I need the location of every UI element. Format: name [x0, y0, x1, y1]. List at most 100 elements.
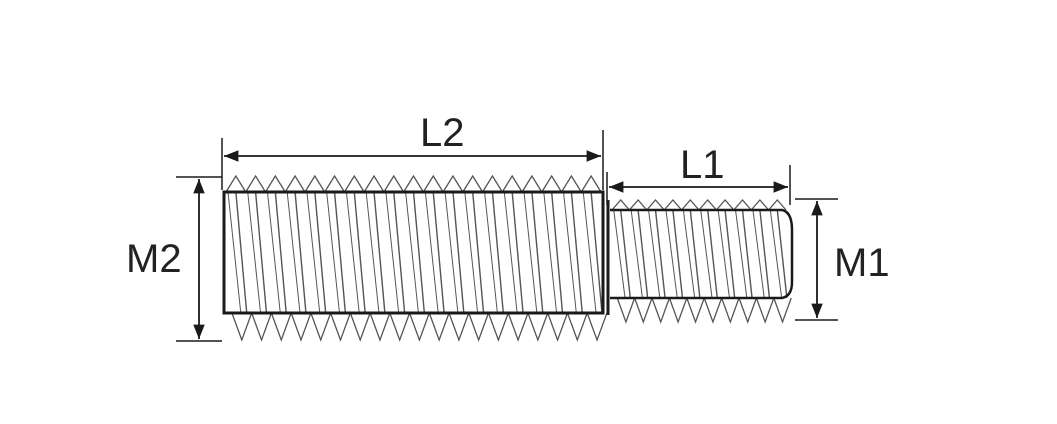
large-thread-crest-top: [383, 174, 405, 193]
large-thread-line: [345, 191, 360, 314]
label-l1: L1: [680, 143, 725, 187]
label-m1: M1: [834, 241, 890, 285]
large-thread-line: [464, 191, 479, 314]
large-thread-crest-top: [363, 174, 385, 193]
large-thread-line: [444, 191, 459, 314]
large-thread-crest-top: [422, 174, 444, 193]
small-thread-crest-top: [733, 199, 752, 211]
small-thread-line: [776, 209, 788, 299]
large-thread-crest-bottom: [329, 312, 351, 342]
large-thread-crest-bottom: [389, 312, 411, 342]
large-thread-crest-top: [521, 174, 543, 193]
large-thread-crest-bottom: [270, 312, 292, 342]
small-thread-line: [665, 209, 678, 299]
large-thread-crest-bottom: [349, 312, 371, 342]
small-thread-line: [648, 209, 661, 299]
small-thread-crest-top: [715, 199, 735, 211]
large-thread-line: [266, 191, 281, 314]
small-thread-crest-bottom: [668, 297, 688, 324]
large-thread-line: [326, 191, 340, 314]
large-thread-line: [306, 191, 321, 314]
large-thread-crest-bottom: [448, 312, 470, 342]
large-thread-crest-bottom: [310, 312, 332, 342]
large-thread-line: [365, 191, 380, 314]
small-thread-crest-top: [750, 199, 770, 211]
large-thread-crest-bottom: [586, 312, 608, 342]
small-thread-crest-bottom: [651, 297, 671, 324]
large-thread-line: [570, 191, 583, 314]
large-thread-line: [452, 191, 465, 314]
large-thread-crest-bottom: [566, 312, 588, 342]
large-thread-line: [590, 191, 603, 314]
large-thread-crest-bottom: [468, 312, 490, 342]
small-thread-crest-top: [768, 199, 787, 211]
large-thread-line: [405, 191, 419, 314]
large-thread-line: [314, 191, 327, 314]
thread-group: [225, 174, 792, 342]
large-thread-section: [222, 190, 605, 315]
small-thread-line: [682, 209, 696, 299]
large-thread-crest-top: [403, 174, 424, 193]
small-thread-crest-bottom: [738, 297, 758, 324]
large-thread-crest-top: [580, 174, 602, 193]
large-thread-crest-top: [245, 174, 267, 193]
large-thread-line: [254, 191, 268, 314]
large-thread-crest-bottom: [369, 312, 391, 342]
large-thread-line: [550, 191, 564, 314]
label-m2: M2: [126, 237, 182, 281]
large-thread-line: [543, 191, 558, 314]
large-thread-line: [247, 191, 262, 314]
small-thread-crest-top: [611, 199, 630, 211]
large-thread-crest-bottom: [428, 312, 450, 342]
small-thread-crest-bottom: [773, 297, 792, 324]
large-thread-crest-top: [343, 174, 365, 193]
large-thread-crest-bottom: [487, 312, 509, 342]
large-thread-crest-bottom: [507, 312, 529, 342]
small-thread-line: [637, 209, 649, 299]
large-thread-crest-top: [541, 174, 563, 193]
large-thread-line: [503, 191, 518, 314]
small-thread-line: [735, 209, 748, 299]
small-thread-line: [700, 209, 713, 299]
small-thread-crest-top: [628, 199, 648, 211]
large-thread-crest-top: [264, 174, 286, 193]
large-thread-line: [235, 191, 248, 314]
small-thread-crest-bottom: [686, 297, 705, 324]
small-thread-line: [689, 209, 701, 299]
large-thread-line: [563, 191, 577, 314]
large-thread-line: [511, 191, 524, 314]
large-thread-line: [412, 191, 426, 314]
label-l2: L2: [420, 111, 465, 155]
small-thread-line: [672, 209, 684, 299]
small-thread-crest-top: [646, 199, 665, 211]
large-thread-line: [531, 191, 544, 314]
large-thread-crest-top: [482, 174, 503, 193]
large-thread-crest-bottom: [408, 312, 430, 342]
small-thread-line: [724, 209, 736, 299]
small-thread-line: [654, 209, 666, 299]
large-thread-crest-bottom: [231, 312, 253, 342]
large-thread-crest-bottom: [547, 312, 569, 342]
small-thread-line: [752, 209, 765, 299]
large-thread-crest-bottom: [251, 312, 273, 342]
large-thread-line: [432, 191, 445, 314]
small-thread-crest-bottom: [755, 297, 775, 324]
small-thread-crest-bottom: [721, 297, 740, 324]
large-thread-line: [333, 191, 347, 314]
small-thread-section: [610, 208, 794, 300]
large-thread-line: [484, 191, 498, 314]
large-thread-crest-top: [304, 174, 326, 193]
small-thread-line: [620, 209, 631, 299]
small-thread-line: [707, 209, 718, 299]
small-thread-line: [717, 209, 730, 299]
large-thread-line: [424, 191, 439, 314]
large-thread-line: [582, 191, 597, 314]
large-thread-line: [385, 191, 400, 314]
large-thread-crest-top: [442, 174, 464, 193]
small-thread-line: [741, 209, 753, 299]
small-thread-line: [630, 209, 643, 299]
small-thread-crest-top: [681, 199, 700, 211]
large-thread-line: [294, 191, 307, 314]
small-thread-line: [759, 209, 771, 299]
